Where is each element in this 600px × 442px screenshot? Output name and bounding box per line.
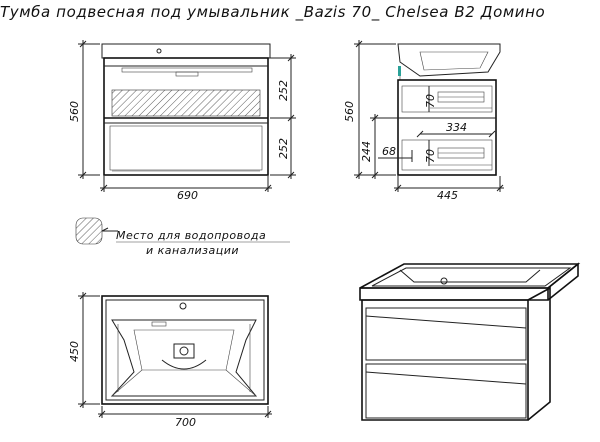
legend-line1: Место для водопровода <box>116 229 266 242</box>
side-gap-bottom-dim: 70 <box>424 149 437 163</box>
front-width-dim: 690 <box>177 189 198 202</box>
front-view: 690 560 252 252 <box>68 40 296 202</box>
side-mount-height-dim: 244 <box>360 141 373 162</box>
top-depth-dim: 450 <box>68 341 81 362</box>
legend-line2: и канализации <box>146 244 239 257</box>
side-gap-top-dim: 70 <box>424 94 437 108</box>
side-inner-depth-dim: 334 <box>446 121 467 134</box>
drawer-bottom-dim: 252 <box>277 138 290 159</box>
side-view: 70 70 334 560 244 68 445 <box>343 40 504 202</box>
drawer-top-dim: 252 <box>277 80 290 101</box>
legend: Место для водопровода и канализации <box>75 217 290 257</box>
drawing-title: Тумба подвесная под умывальник _Bazis 70… <box>0 3 545 22</box>
top-view: 700 450 <box>68 292 272 429</box>
side-height-dim: 560 <box>343 101 356 122</box>
side-depth-dim: 445 <box>437 189 458 202</box>
side-offset-dim: 68 <box>382 145 396 158</box>
front-height-dim: 560 <box>68 101 81 122</box>
perspective-view <box>359 262 581 421</box>
top-width-dim: 700 <box>175 416 196 429</box>
